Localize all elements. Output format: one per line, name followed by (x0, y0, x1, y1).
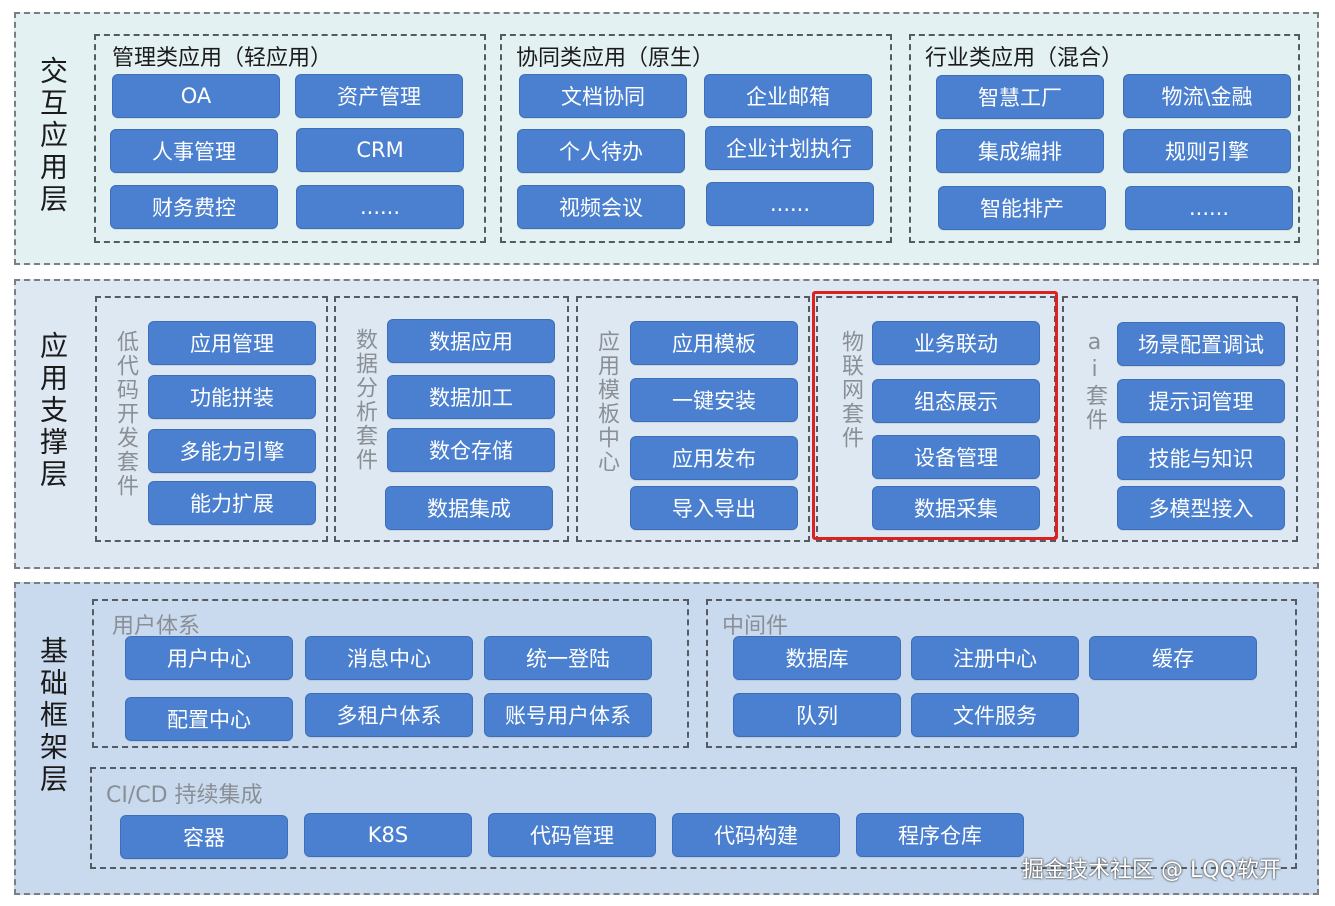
ai-skills-knowledge-button[interactable]: 技能与知识 (1117, 436, 1285, 480)
data-application-button[interactable]: 数据应用 (387, 319, 555, 363)
group-data-suite: 数据分析套件 (334, 296, 569, 542)
group-title-collaboration: 协同类应用（原生） (516, 46, 715, 71)
group-title-lowcode: 低代码开发套件 (113, 330, 138, 498)
app-personal-todo-button[interactable]: 个人待办 (517, 129, 685, 173)
group-cicd: CI/CD 持续集成 (90, 767, 1297, 869)
lowcode-multi-engine-button[interactable]: 多能力引擎 (148, 429, 316, 473)
group-industry-apps: 行业类应用（混合） (909, 34, 1300, 243)
group-title-data: 数据分析套件 (352, 328, 377, 472)
layer-label-foundation: 基础框架层 (36, 636, 69, 796)
layer-label-support: 应用支撑层 (36, 331, 69, 491)
template-import-export-button[interactable]: 导入导出 (630, 486, 798, 530)
account-user-system-button[interactable]: 账号用户体系 (484, 693, 652, 737)
group-middleware: 中间件 (706, 599, 1297, 748)
group-title-ai: ai套件 (1082, 330, 1107, 432)
group-ai-suite: ai套件 (1062, 296, 1298, 542)
artifact-repository-button[interactable]: 程序仓库 (856, 813, 1024, 857)
database-button[interactable]: 数据库 (733, 636, 901, 680)
template-one-click-install-button[interactable]: 一键安装 (630, 378, 798, 422)
app-plan-execution-button[interactable]: 企业计划执行 (705, 126, 873, 170)
multi-tenant-button[interactable]: 多租户体系 (305, 693, 473, 737)
app-document-collab-button[interactable]: 文档协同 (519, 74, 687, 118)
app-integration-orchestration-button[interactable]: 集成编排 (936, 129, 1104, 173)
group-title-user: 用户体系 (112, 614, 201, 639)
group-management-apps: 管理类应用（轻应用） (94, 34, 486, 243)
layer-label-interaction: 交互应用层 (36, 56, 69, 216)
group-title-industry: 行业类应用（混合） (925, 46, 1124, 71)
app-rule-engine-button[interactable]: 规则引擎 (1123, 129, 1291, 173)
group-title-middleware: 中间件 (722, 614, 789, 639)
app-smart-scheduling-button[interactable]: 智能排产 (938, 186, 1106, 230)
ai-scene-config-button[interactable]: 场景配置调试 (1117, 322, 1285, 366)
group-collaboration-apps: 协同类应用（原生） (500, 34, 892, 243)
group-title-cicd: CI/CD 持续集成 (106, 783, 263, 808)
app-more-industry-button[interactable]: ...... (1125, 186, 1293, 230)
data-warehouse-button[interactable]: 数仓存储 (387, 428, 555, 472)
lowcode-app-management-button[interactable]: 应用管理 (148, 321, 316, 365)
watermark-text: 掘金技术社区 @ LQQ软开 (1022, 858, 1281, 883)
iot-data-collection-button[interactable]: 数据采集 (872, 486, 1040, 530)
app-hr-management-button[interactable]: 人事管理 (110, 129, 278, 173)
cache-button[interactable]: 缓存 (1089, 636, 1257, 680)
registry-center-button[interactable]: 注册中心 (911, 636, 1079, 680)
app-video-meeting-button[interactable]: 视频会议 (517, 185, 685, 229)
data-integration-button[interactable]: 数据集成 (385, 486, 553, 530)
data-processing-button[interactable]: 数据加工 (387, 375, 555, 419)
code-management-button[interactable]: 代码管理 (488, 813, 656, 857)
queue-button[interactable]: 队列 (733, 693, 901, 737)
template-app-publish-button[interactable]: 应用发布 (630, 436, 798, 480)
code-build-button[interactable]: 代码构建 (672, 813, 840, 857)
iot-business-linkage-button[interactable]: 业务联动 (872, 321, 1040, 365)
unified-login-button[interactable]: 统一登陆 (484, 636, 652, 680)
iot-suite-highlight-frame (812, 291, 1058, 540)
app-crm-button[interactable]: CRM (296, 128, 464, 172)
file-service-button[interactable]: 文件服务 (911, 693, 1079, 737)
message-center-button[interactable]: 消息中心 (305, 636, 473, 680)
app-smart-factory-button[interactable]: 智慧工厂 (936, 75, 1104, 119)
user-center-button[interactable]: 用户中心 (125, 636, 293, 680)
container-button[interactable]: 容器 (120, 815, 288, 859)
ai-prompt-management-button[interactable]: 提示词管理 (1117, 379, 1285, 423)
k8s-button[interactable]: K8S (304, 813, 472, 857)
lowcode-feature-assembly-button[interactable]: 功能拼装 (148, 375, 316, 419)
app-more-management-button[interactable]: ...... (296, 185, 464, 229)
app-finance-button[interactable]: 财务费控 (110, 185, 278, 229)
config-center-button[interactable]: 配置中心 (125, 697, 293, 741)
ai-multi-model-button[interactable]: 多模型接入 (1117, 486, 1285, 530)
template-app-template-button[interactable]: 应用模板 (630, 321, 798, 365)
group-template-center: 应用模板中心 (576, 296, 810, 542)
iot-configuration-display-button[interactable]: 组态展示 (872, 379, 1040, 423)
app-logistics-finance-button[interactable]: 物流\金融 (1123, 74, 1291, 118)
app-enterprise-mail-button[interactable]: 企业邮箱 (704, 74, 872, 118)
group-title-template: 应用模板中心 (594, 330, 619, 474)
iot-device-management-button[interactable]: 设备管理 (872, 435, 1040, 479)
group-title-iot: 物联网套件 (838, 330, 863, 450)
group-lowcode-suite: 低代码开发套件 (95, 296, 328, 542)
app-asset-management-button[interactable]: 资产管理 (295, 74, 463, 118)
app-oa-button[interactable]: OA (112, 74, 280, 118)
lowcode-capability-extension-button[interactable]: 能力扩展 (148, 481, 316, 525)
group-title-management: 管理类应用（轻应用） (112, 46, 333, 71)
app-more-collab-button[interactable]: ...... (706, 182, 874, 226)
group-user-system: 用户体系 (92, 599, 689, 748)
